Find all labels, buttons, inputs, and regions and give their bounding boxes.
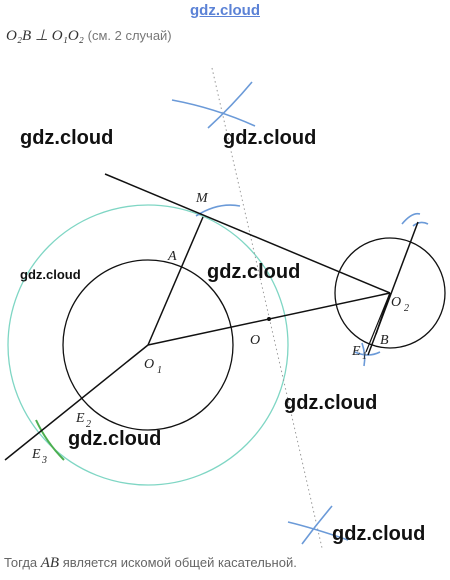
arc-e1-2: [361, 342, 366, 367]
line-e1-o2-up: [367, 221, 419, 356]
label-o1-sub: 1: [157, 365, 162, 376]
circle-o1: [62, 259, 234, 431]
label-e3: E: [31, 447, 41, 462]
watermark-7: gdz.cloud: [332, 523, 425, 545]
arc-e3-green: [35, 419, 65, 461]
label-a: A: [167, 249, 177, 264]
label-b: B: [380, 333, 389, 348]
footer-suffix: является искомой общей касательной.: [62, 555, 297, 570]
line-o1-e3: [4, 344, 149, 461]
label-e2-sub: 2: [86, 419, 91, 430]
label-e3-sub: 3: [41, 455, 47, 466]
label-m: M: [195, 191, 209, 206]
footer-math: AB: [40, 555, 60, 571]
label-o2-sub: 2: [404, 303, 409, 314]
watermark-1: gdz.cloud: [20, 127, 113, 149]
arc-o2-top-2: [412, 221, 429, 227]
watermark-2: gdz.cloud: [223, 127, 316, 149]
arc-top-1: [171, 99, 256, 127]
problem-condition: O₂B ⊥ O₁O₂ (см. 2 случай): [6, 26, 172, 45]
arc-e1-1: [354, 351, 381, 356]
header-watermark: gdz.cloud: [190, 2, 260, 19]
point-o: [267, 317, 271, 321]
arc-top-2: [207, 81, 253, 129]
footer-prefix: Тогда: [4, 555, 38, 570]
label-o1: O: [144, 357, 154, 372]
outer-circle: [7, 204, 289, 486]
footer-text: Тогда AB является искомой общей касатель…: [4, 555, 297, 572]
watermark-4: gdz.cloud: [207, 261, 300, 283]
condition-note: (см. 2 случай): [87, 28, 172, 43]
radius-o1-m: [147, 216, 204, 346]
label-e1: E: [351, 344, 361, 359]
arc-bottom-2: [301, 505, 333, 545]
bisector-line: [211, 67, 323, 549]
segment-o2-e1: [365, 292, 391, 353]
watermark-5: gdz.cloud: [284, 392, 377, 414]
label-e2: E: [75, 411, 85, 426]
arc-bottom-1: [287, 521, 349, 541]
label-o2: O: [391, 295, 401, 310]
tangent-line-m: [104, 173, 391, 294]
label-e1-sub: 1: [362, 351, 367, 362]
watermark-3: gdz.cloud: [20, 267, 81, 282]
label-o: O: [250, 333, 260, 348]
circle-o2: [334, 237, 446, 349]
watermark-6: gdz.cloud: [68, 428, 161, 450]
condition-formula: O₂B ⊥ O₁O₂: [6, 28, 84, 44]
arc-o2-top-1: [401, 212, 421, 225]
